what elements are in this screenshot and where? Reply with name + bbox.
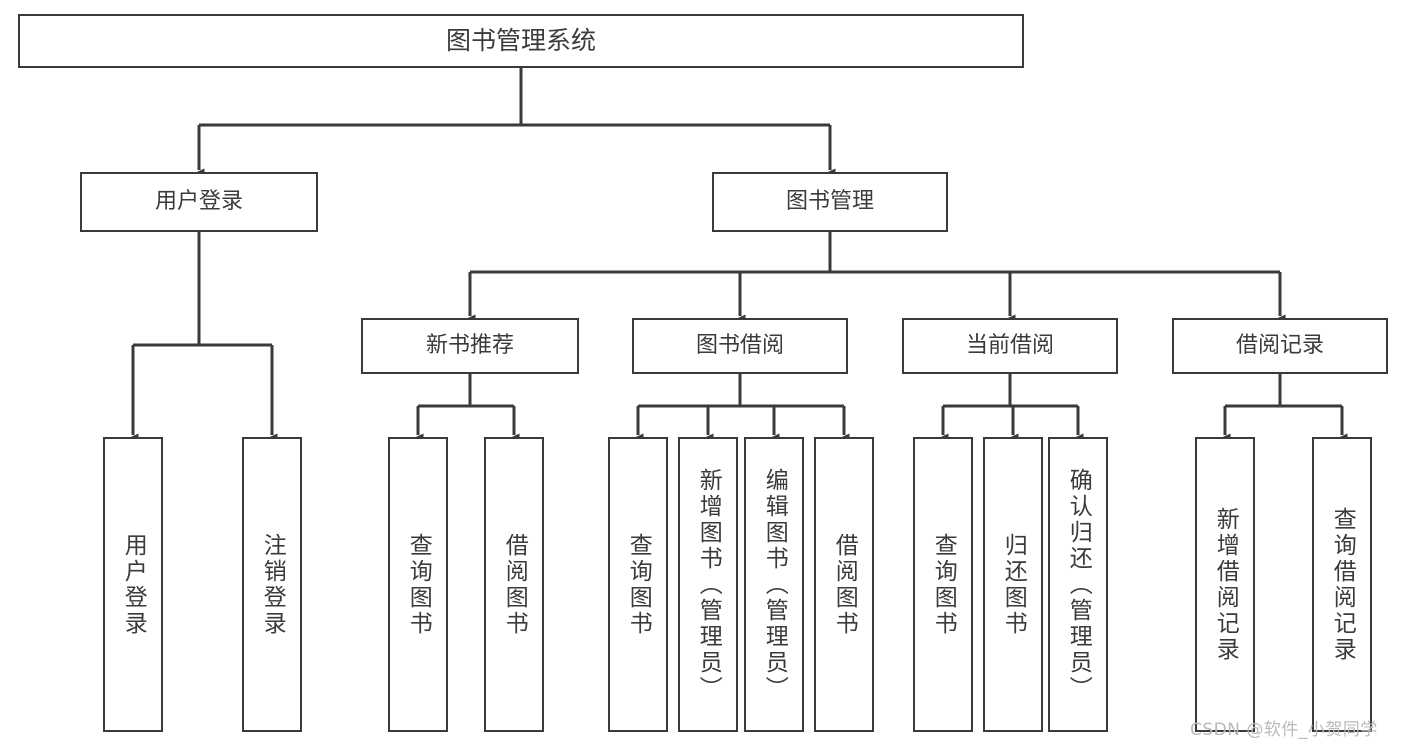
node-label: 确认归还（管理员） xyxy=(1065,467,1092,702)
leaf-leaf-query-book-1[interactable]: 查询图书 xyxy=(388,437,448,732)
node-root[interactable]: 图书管理系统 xyxy=(18,14,1024,68)
leaf-leaf-user-login[interactable]: 用户登录 xyxy=(103,437,163,732)
node-book-management[interactable]: 图书管理 xyxy=(712,172,948,232)
node-label: 借阅记录 xyxy=(1235,333,1324,359)
leaf-leaf-query-book-3[interactable]: 查询图书 xyxy=(913,437,973,732)
node-label: 新书推荐 xyxy=(425,333,514,359)
node-label: 用户登录 xyxy=(154,189,243,215)
node-label: 借阅图书 xyxy=(501,532,528,637)
node-label: 查询图书 xyxy=(930,532,957,637)
node-label: 用户登录 xyxy=(120,532,147,637)
node-label: 查询图书 xyxy=(405,532,432,637)
node-label: 图书管理系统 xyxy=(445,25,596,55)
node-label: 图书管理 xyxy=(785,189,874,215)
leaf-leaf-edit-book[interactable]: 编辑图书（管理员） xyxy=(744,437,804,732)
node-borrow-record[interactable]: 借阅记录 xyxy=(1172,318,1388,374)
node-label: 借阅图书 xyxy=(831,532,858,637)
node-label: 新增借阅记录 xyxy=(1212,506,1239,663)
node-label: 查询借阅记录 xyxy=(1329,506,1356,663)
node-label: 编辑图书（管理员） xyxy=(761,467,788,702)
leaf-leaf-query-record[interactable]: 查询借阅记录 xyxy=(1312,437,1372,732)
leaf-leaf-return-book[interactable]: 归还图书 xyxy=(983,437,1043,732)
node-label: 归还图书 xyxy=(1000,532,1027,637)
csdn-watermark: CSDN @软件_小贺同学 xyxy=(1190,720,1378,740)
node-new-book-recommend[interactable]: 新书推荐 xyxy=(361,318,579,374)
node-label: 图书借阅 xyxy=(695,333,784,359)
leaf-leaf-add-book[interactable]: 新增图书（管理员） xyxy=(678,437,738,732)
node-label: 注销登录 xyxy=(259,532,286,637)
node-label: 查询图书 xyxy=(625,532,652,637)
leaf-leaf-logout[interactable]: 注销登录 xyxy=(242,437,302,732)
node-book-borrow[interactable]: 图书借阅 xyxy=(632,318,848,374)
node-user-login[interactable]: 用户登录 xyxy=(80,172,318,232)
node-current-borrow[interactable]: 当前借阅 xyxy=(902,318,1118,374)
leaf-leaf-borrow-book-2[interactable]: 借阅图书 xyxy=(814,437,874,732)
leaf-leaf-add-record[interactable]: 新增借阅记录 xyxy=(1195,437,1255,732)
node-label: 新增图书（管理员） xyxy=(695,467,722,702)
leaf-leaf-borrow-book-1[interactable]: 借阅图书 xyxy=(484,437,544,732)
leaf-leaf-confirm-return[interactable]: 确认归还（管理员） xyxy=(1048,437,1108,732)
node-label: 当前借阅 xyxy=(965,333,1054,359)
leaf-leaf-query-book-2[interactable]: 查询图书 xyxy=(608,437,668,732)
